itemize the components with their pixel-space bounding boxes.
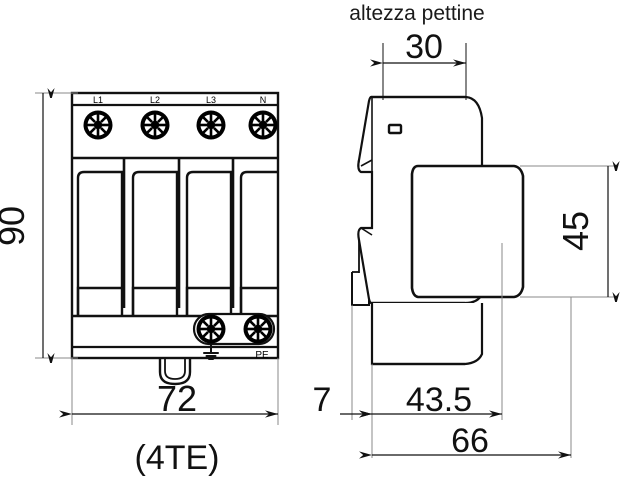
- terminal-label-l3: L3: [206, 95, 216, 105]
- din-clip-upper-tip: [360, 159, 373, 167]
- side-cap-outline: [410, 164, 525, 299]
- terminal-label-l2: L2: [150, 95, 160, 105]
- din-clip-upper: [357, 159, 372, 173]
- dimension-comb-height-30: 30: [370, 28, 467, 100]
- din-rail-clip-front: [158, 358, 192, 386]
- front-view: L1 L2 L3 N: [70, 91, 280, 386]
- dimension-depth-group: 7 43.5 66: [313, 243, 572, 460]
- drawing-title: altezza pettine: [349, 2, 484, 25]
- dim-label-7: 7: [313, 381, 332, 419]
- dim-label-43-5: 43.5: [406, 381, 472, 419]
- dim-label-66: 66: [451, 422, 489, 460]
- pe-terminal-block: [192, 312, 276, 346]
- earth-ground-icon: [203, 344, 219, 360]
- dimension-cap-height-45: 45: [520, 166, 614, 297]
- slot-mark-upper-icon: [387, 123, 403, 135]
- pe-label: PE: [255, 350, 269, 361]
- terminal-label-n: N: [260, 95, 267, 105]
- module-1: [76, 158, 126, 316]
- dimension-height-90: 90: [0, 93, 78, 358]
- screw-terminal-pe-1-icon: [195, 313, 227, 345]
- screw-terminal-n-icon: [247, 109, 279, 141]
- module-4: [239, 170, 278, 316]
- dimension-width-72: 72 (4TE): [59, 358, 279, 477]
- screw-terminal-l1-icon: [82, 109, 114, 141]
- dim-label-72: 72: [157, 378, 197, 419]
- screw-terminal-l3-icon: [195, 109, 227, 141]
- terminal-label-row: L1 L2 L3 N: [93, 95, 266, 105]
- module-3: [185, 158, 235, 316]
- screw-terminal-pe-2-icon: [242, 313, 274, 345]
- dim-label-45: 45: [555, 211, 596, 251]
- dim-label-30: 30: [405, 28, 443, 66]
- din-clip-lower: [351, 227, 373, 306]
- screw-terminal-l2-icon: [139, 109, 171, 141]
- dim-label-90: 90: [0, 206, 32, 246]
- terminal-label-l1: L1: [93, 95, 103, 105]
- din-rail-clip-front-inner: [164, 358, 186, 380]
- side-lower-base: [370, 303, 484, 366]
- module-group: [76, 158, 278, 316]
- side-view: [351, 95, 525, 366]
- module-2: [131, 158, 181, 316]
- dim-label-4te: (4TE): [135, 439, 220, 477]
